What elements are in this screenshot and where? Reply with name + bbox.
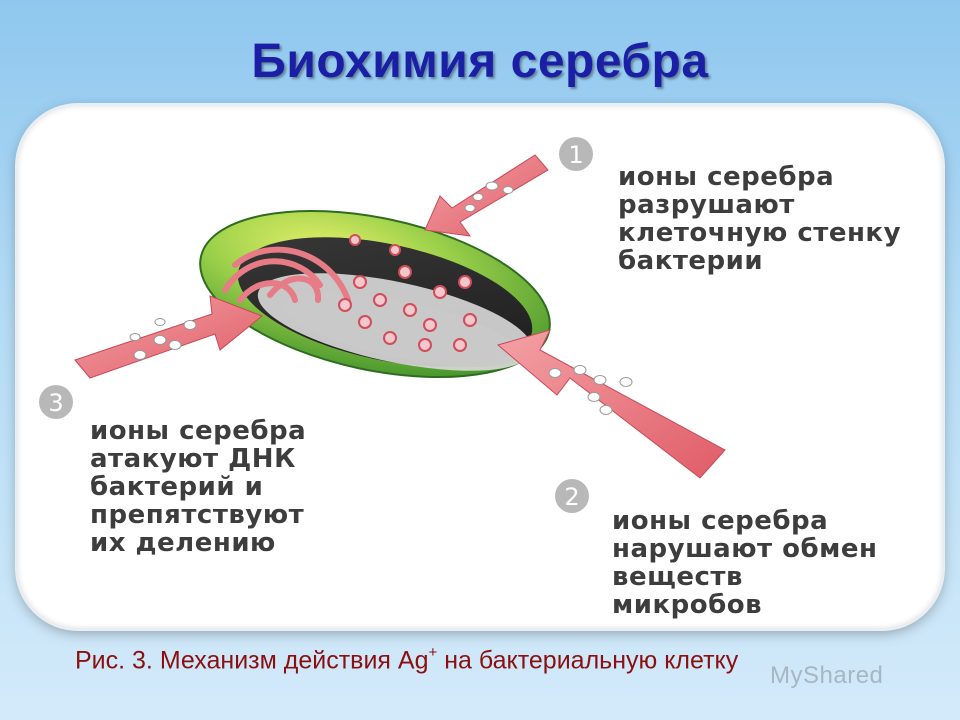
step-2-text: ионы серебра нарушают обмен веществ микр… — [612, 506, 878, 620]
step-3-text: ионы серебра атакуют ДНК бактерий и преп… — [90, 416, 307, 558]
badge-3-number: 3 — [48, 389, 63, 417]
caption-prefix: Рис. 3. Механизм действия Ag — [75, 646, 429, 675]
caption-suffix: на бактериальную клетку — [437, 646, 739, 675]
arrow-2 — [496, 329, 726, 479]
dna-strands — [222, 246, 351, 303]
arrow-3 — [74, 295, 263, 379]
badge-3: 3 — [39, 385, 73, 419]
silver-ions-inside — [338, 234, 477, 352]
caption-superscript: + — [428, 644, 438, 661]
step-1-text: ионы серебра разрушают клеточную стенку … — [618, 162, 902, 276]
slide-title: Биохимия серебра — [251, 35, 709, 88]
badge-1: 1 — [559, 137, 593, 171]
badge-2-number: 2 — [564, 483, 579, 511]
arrow-1 — [424, 154, 549, 237]
figure-caption: Рис. 3. Механизм действия Ag+ на бактери… — [75, 644, 739, 675]
badge-2: 2 — [555, 479, 589, 513]
watermark: MyShared — [770, 662, 884, 689]
badge-1-number: 1 — [568, 141, 583, 169]
